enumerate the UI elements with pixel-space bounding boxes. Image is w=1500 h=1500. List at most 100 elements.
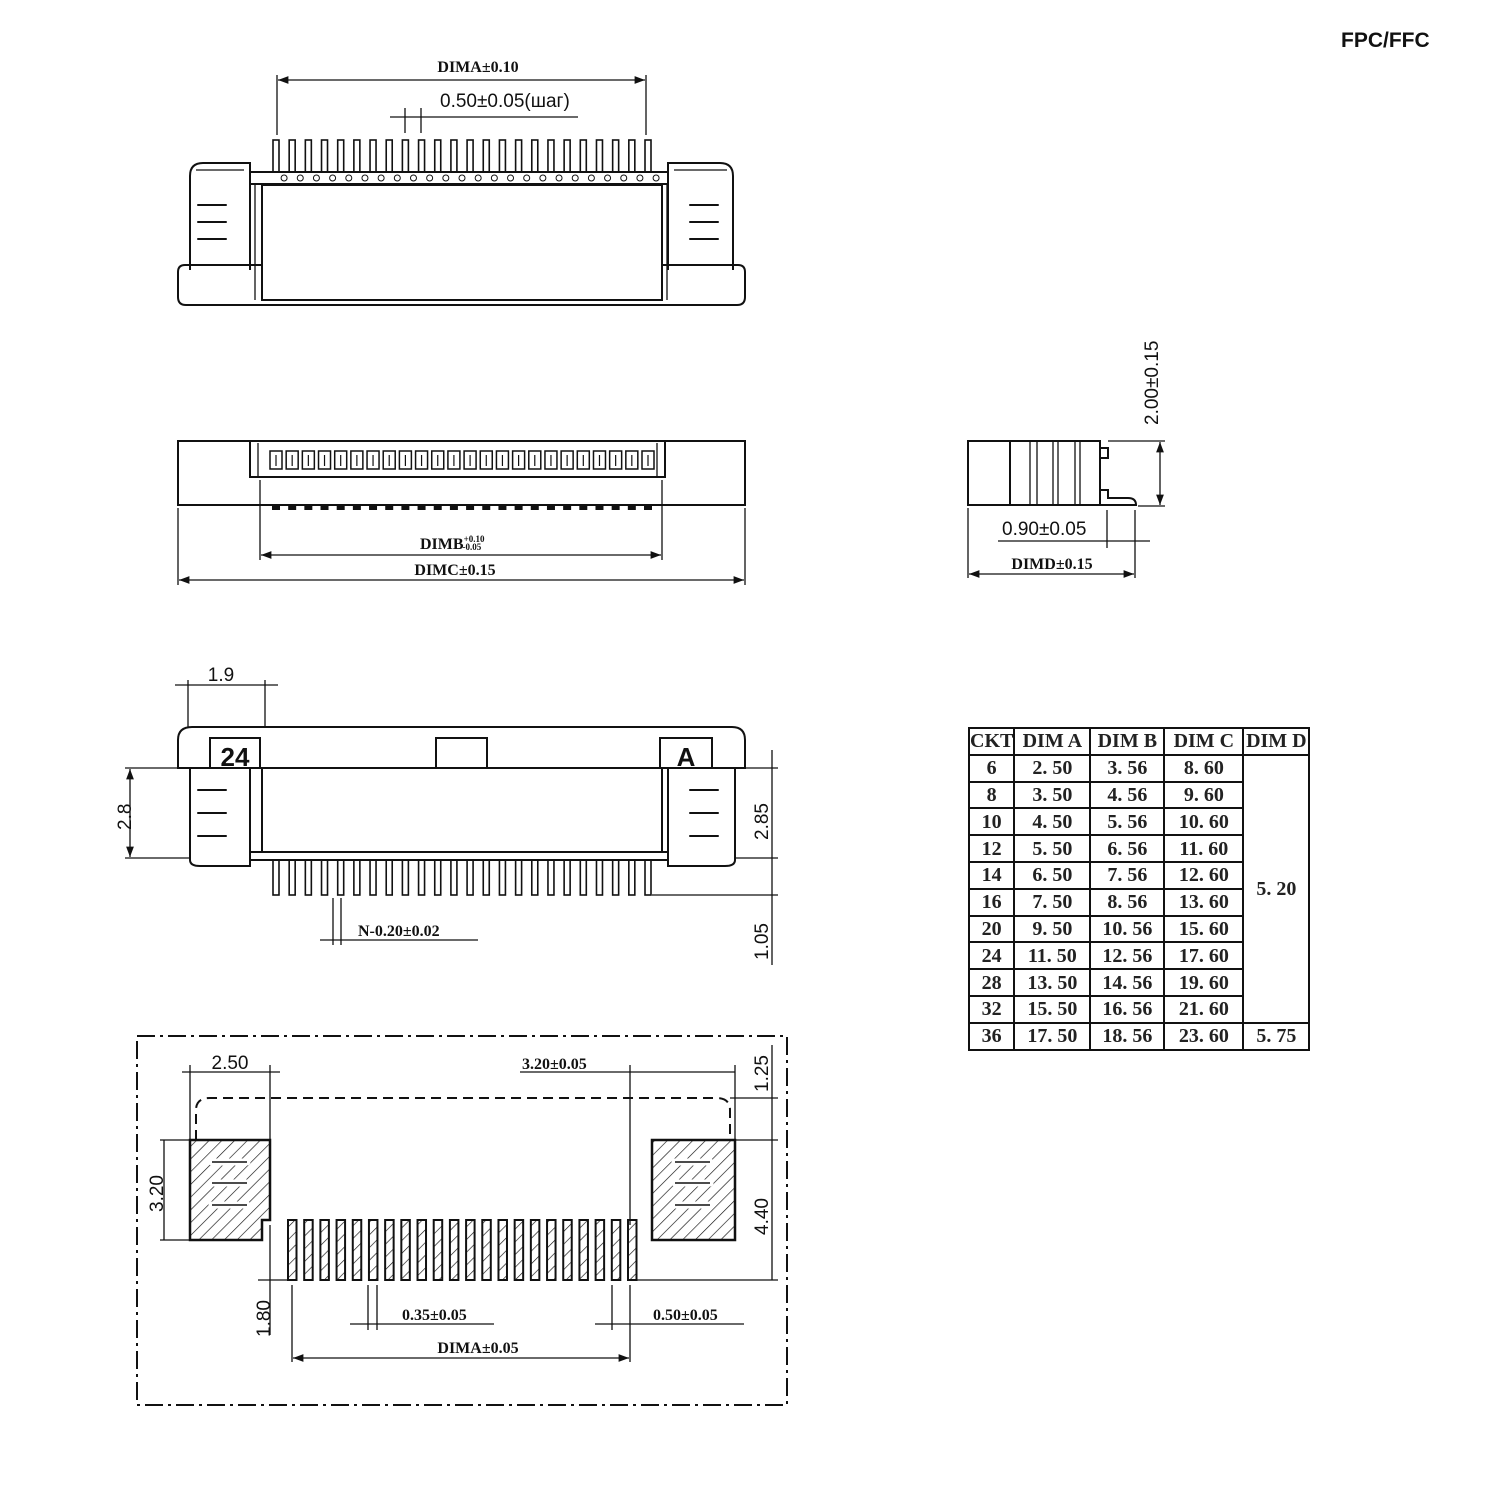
pin-stub (595, 505, 604, 510)
pin (482, 139, 491, 173)
fp-dim-3-20: 3.20 (147, 1175, 168, 1212)
pad (351, 1219, 363, 1281)
pin (417, 139, 426, 173)
table-cell: 12. 56 (1089, 941, 1166, 971)
pin-stub (466, 505, 475, 510)
pin (369, 859, 377, 896)
pin (417, 859, 426, 896)
pin (482, 859, 491, 896)
pin-stub (417, 505, 426, 510)
pin (595, 859, 604, 896)
pad (400, 1219, 411, 1281)
pad (497, 1219, 508, 1281)
table-cell: 13. 60 (1163, 887, 1245, 917)
pin (272, 139, 280, 173)
pin-slot (544, 450, 558, 470)
table-cell: 2. 50 (1013, 753, 1092, 783)
table-cell: 4. 50 (1013, 807, 1092, 837)
pin-slot (398, 450, 413, 470)
table-cell: 17. 50 (1013, 1021, 1092, 1051)
pin (498, 139, 507, 173)
pad (546, 1219, 557, 1281)
pin (530, 859, 539, 896)
pin (369, 139, 377, 173)
pad (513, 1219, 525, 1281)
pin-width-label: N-0.20±0.02 (358, 923, 440, 940)
pin-slot (463, 450, 477, 470)
top-view: DIMA±0.10 0.50±0.05(шаг) (177, 59, 746, 306)
col-ckt: CKT (967, 727, 1016, 756)
pin (547, 139, 555, 173)
table-cell: 4. 56 (1089, 780, 1166, 810)
pin-slot (608, 450, 623, 470)
table-cell: 9. 50 (1013, 914, 1092, 944)
table-cell: 17. 60 (1163, 941, 1245, 971)
pad (610, 1219, 622, 1281)
pad (432, 1219, 444, 1281)
pin-stub (611, 505, 620, 510)
pin (385, 859, 394, 896)
pin-slot (479, 450, 494, 470)
pin (336, 139, 345, 173)
left-latch (189, 162, 251, 270)
pin-slot (641, 450, 655, 470)
pin (611, 859, 620, 896)
pin-stub (579, 505, 588, 510)
table-cell: 12 (967, 834, 1016, 863)
dim-a-label: DIMA±0.10 (437, 59, 518, 76)
pin-slot (269, 450, 283, 470)
pin (579, 139, 588, 173)
table-cell: 20 (967, 914, 1016, 944)
pin-slot (560, 450, 574, 470)
pin (514, 139, 523, 173)
bottom-view: 24 A 1.9 2.8 2.85 1.05 N-0.20±0.02 (115, 665, 778, 965)
pin (611, 139, 620, 173)
pin-stub (627, 505, 636, 510)
pad (384, 1219, 395, 1281)
table-cell: 10 (967, 807, 1016, 837)
pin (644, 139, 652, 173)
table-cell: 24 (967, 941, 1016, 971)
pin (401, 859, 410, 896)
pin (450, 139, 458, 173)
pin-stub (563, 505, 572, 510)
table-cell: 6 (967, 753, 1016, 783)
pad (562, 1219, 573, 1281)
table-cell: 3. 50 (1013, 780, 1092, 810)
pad (287, 1219, 298, 1281)
pin (563, 859, 571, 896)
dim-2-8: 2.8 (115, 804, 136, 830)
pcb-footprint: 2.50 3.20±0.05 1.25 4.40 3.20 1.80 0.35±… (136, 1035, 788, 1406)
pin-stub (352, 505, 361, 510)
fp-dim-1-25: 1.25 (752, 1055, 773, 1092)
fp-dim-4-40: 4.40 (752, 1198, 773, 1235)
pin-stub (546, 505, 555, 510)
dim-1-05: 1.05 (752, 923, 773, 960)
pin-stub (272, 505, 280, 510)
pin-stub (401, 505, 410, 510)
pin-stub (498, 505, 507, 510)
table-cell: 21. 60 (1163, 994, 1245, 1024)
table-cell: 32 (967, 994, 1016, 1024)
dim-2-85: 2.85 (752, 803, 773, 840)
table-cell: 8. 60 (1163, 753, 1245, 783)
table-cell: 15. 60 (1163, 914, 1245, 944)
pin-slot (366, 450, 380, 470)
pin (466, 859, 474, 896)
dim-c-label: DIMC±0.15 (414, 562, 495, 579)
table-cell: 19. 60 (1163, 968, 1245, 997)
pin-slot (592, 450, 607, 470)
fp-dim-1-80: 1.80 (254, 1300, 275, 1337)
table-cell: 10. 60 (1163, 807, 1245, 837)
side-view: 2.00±0.15 0.90±0.05 DIMD±0.15 (967, 341, 1165, 578)
table-cell: 13. 50 (1013, 968, 1092, 997)
left-pad (188, 1138, 272, 1242)
pad (594, 1219, 606, 1281)
